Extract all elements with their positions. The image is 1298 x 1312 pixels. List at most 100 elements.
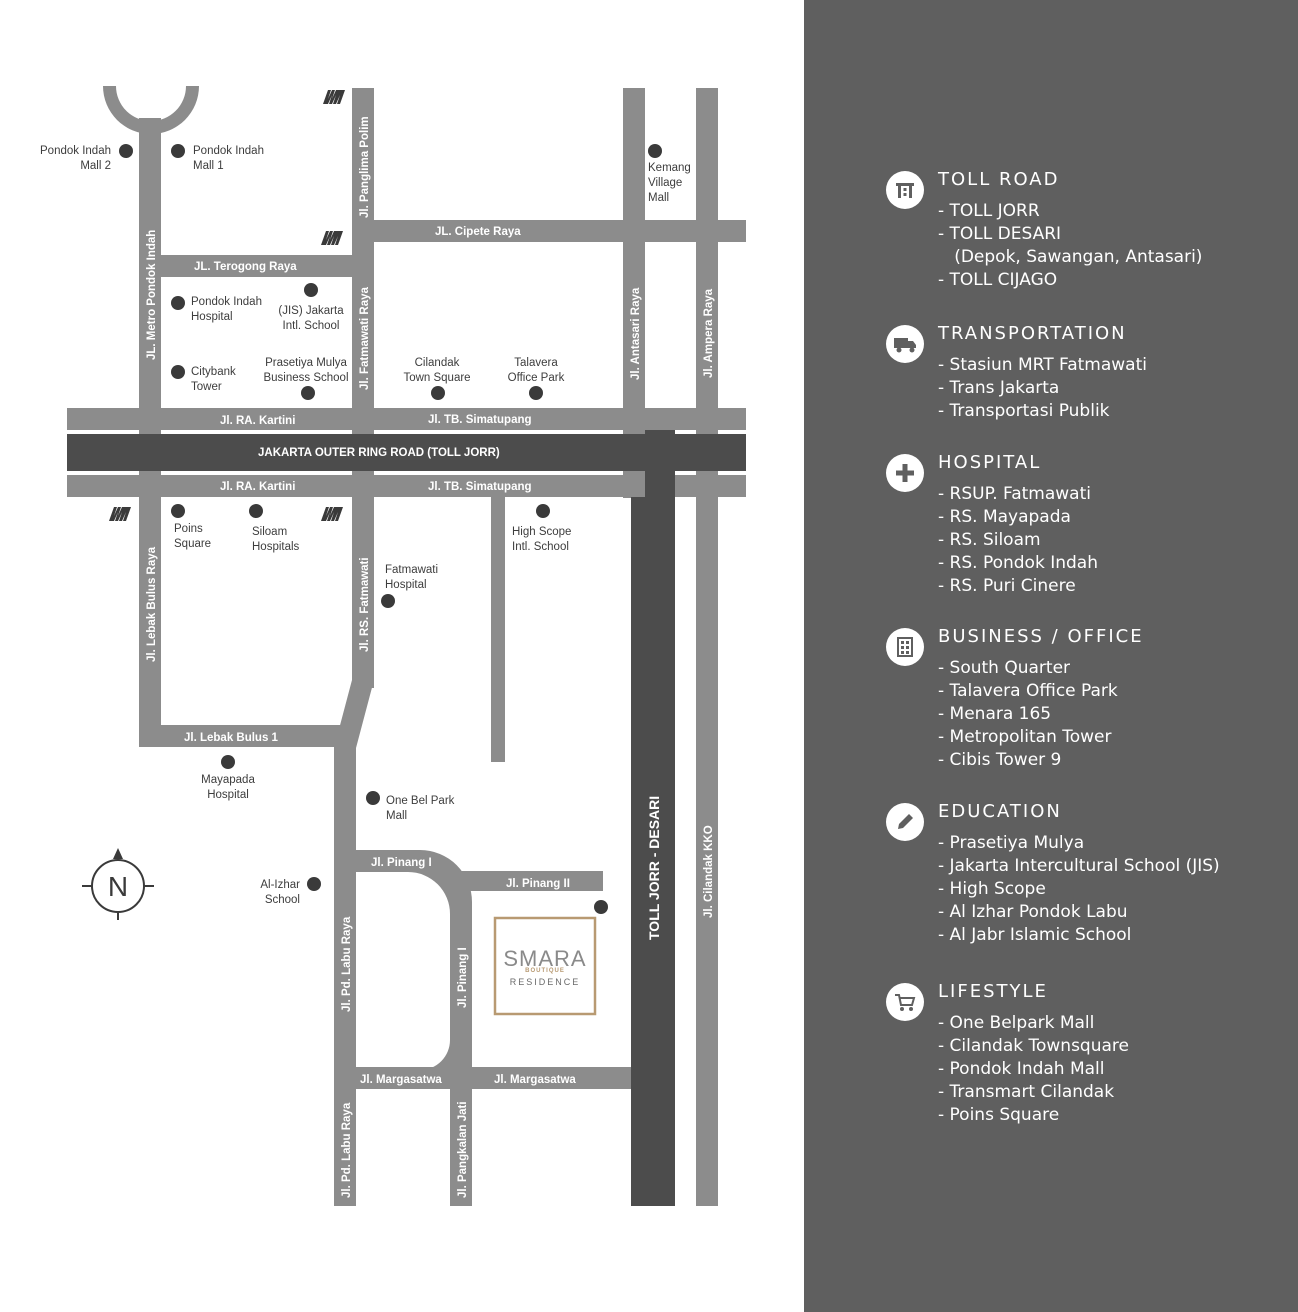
smara-logo: SMARA BOUTIQUE RESIDENCE — [493, 916, 597, 1016]
legend-item: - Poins Square — [938, 1105, 1060, 1125]
road-lebak-bulus-1 — [139, 725, 356, 747]
compass-label: N — [108, 871, 128, 902]
legend-item: - Metropolitan Tower — [938, 727, 1112, 747]
legend-item: - Prasetiya Mulya — [938, 833, 1085, 853]
pencil-icon — [886, 803, 924, 841]
poi-dot-cilandak-ts — [431, 386, 445, 400]
label-lebak-bulus-raya: Jl. Lebak Bulus Raya — [146, 546, 158, 662]
legend-category-title: LIFESTYLE — [938, 981, 1048, 1002]
road-toll-desari — [631, 497, 675, 1206]
legend-category-title: TRANSPORTATION — [938, 323, 1127, 344]
label-margasatwa-left: Jl. Margasatwa — [360, 1074, 442, 1086]
label-ampera-raya: Jl. Ampera Raya — [703, 288, 715, 378]
road-cipete — [352, 220, 746, 242]
map-canvas: JL. Metro Pondok Indah Jl. Panglima Poli… — [40, 86, 746, 1206]
label-panglima-polim: Jl. Panglima Polim — [359, 116, 371, 218]
mrt-icon — [323, 90, 345, 104]
legend-item: - RS. Mayapada — [938, 507, 1071, 527]
legend-category-items: - South Quarter- Talavera Office Park- M… — [938, 657, 1118, 772]
smara-logo-subtitle: RESIDENCE — [510, 977, 581, 987]
legend-item: - Transmart Cilandak — [938, 1082, 1115, 1102]
legend-item: - Pondok Indah Mall — [938, 1059, 1105, 1079]
poi-dot-siloam — [249, 504, 263, 518]
poi-dot-al-izhar — [307, 877, 321, 891]
legend-item: - TOLL JORR — [938, 201, 1040, 221]
legend-item: - Trans Jakarta — [938, 378, 1060, 398]
poi-dot-prasetiya — [301, 386, 315, 400]
legend-item: - South Quarter — [938, 658, 1071, 678]
road-pangkalan-jati — [450, 1060, 472, 1206]
label-toll-jorr: JAKARTA OUTER RING ROAD (TOLL JORR) — [258, 447, 500, 459]
label-pinang-1-h: Jl. Pinang I — [371, 857, 432, 869]
mrt-icon — [321, 231, 343, 245]
mrt-icon — [321, 507, 343, 521]
poi-dot-highscope — [536, 504, 550, 518]
legend-item: - RS. Puri Cinere — [938, 576, 1076, 596]
poi-dot-jis — [304, 283, 318, 297]
label-margasatwa-right: Jl. Margasatwa — [494, 1074, 576, 1086]
poi-dot-pi-hospital — [171, 296, 185, 310]
smara-logo-tagline: BOUTIQUE — [525, 968, 565, 974]
road-pinang-1-inner — [420, 1040, 450, 1070]
label-tb-simatupang-top: Jl. TB. Simatupang — [428, 414, 532, 426]
poi-dot-one-bel-park — [366, 791, 380, 805]
road-toll-desari-junction — [645, 430, 675, 497]
poi-dot-mayapada — [221, 755, 235, 769]
roundabout — [103, 86, 199, 134]
label-toll-jorr-desari: TOLL JORR - DESARI — [646, 796, 662, 940]
label-cipete-raya: JL. Cipete Raya — [435, 226, 521, 238]
legend-item: - Menara 165 — [938, 704, 1052, 724]
label-rs-fatmawati: Jl. RS. Fatmawati — [359, 557, 371, 652]
road-pd-labu — [334, 740, 356, 1206]
legend-item: - Al Jabr Islamic School — [938, 925, 1132, 945]
poi-dot-pim1 — [171, 144, 185, 158]
label-metro-pondok-indah: JL. Metro Pondok Indah — [146, 230, 158, 360]
legend-category-items: - Stasiun MRT Fatmawati- Trans Jakarta- … — [938, 354, 1147, 423]
road-margasatwa — [334, 1067, 631, 1089]
road-ampera — [696, 88, 718, 1206]
legend-item: - One Belpark Mall — [938, 1013, 1095, 1033]
legend-category-title: TOLL ROAD — [938, 169, 1060, 190]
legend-item: - Cibis Tower 9 — [938, 750, 1062, 770]
label-tb-simatupang-bottom: Jl. TB. Simatupang — [428, 481, 532, 493]
label-pangkalan-jati: Jl. Pangkalan Jati — [457, 1101, 469, 1198]
legend-item: - Transportasi Publik — [938, 401, 1110, 421]
legend-item: - RSUP. Fatmawati — [938, 484, 1091, 504]
legend-item: - TOLL DESARI — [938, 224, 1062, 244]
label-fatmawati-raya: Jl. Fatmawati Raya — [359, 286, 371, 390]
poi-dot-smara — [594, 900, 608, 914]
toll-road-icon — [886, 171, 924, 209]
road-terogong — [150, 255, 374, 277]
road-kartini-simatupang-bottom — [67, 475, 746, 497]
label-ra-kartini-top: Jl. RA. Kartini — [220, 415, 295, 427]
legend-panel: TOLL ROAD - TOLL JORR - TOLL DESARI (Depok… — [804, 0, 1298, 1312]
location-map: JL. Metro Pondok Indah Jl. Panglima Poli… — [40, 86, 746, 1206]
legend-item: - RS. Pondok Indah — [938, 553, 1098, 573]
label-antasari-raya: Jl. Antasari Raya — [630, 287, 642, 380]
road-kartini-simatupang-top — [67, 408, 746, 430]
poi-dot-kemang — [648, 144, 662, 158]
legend-item: - TOLL CIJAGO — [938, 270, 1058, 290]
legend-item: - RS. Siloam — [938, 530, 1041, 550]
road-pinang-1-loop — [356, 850, 472, 1070]
legend-category-title: BUSINESS / OFFICE — [938, 626, 1144, 647]
label-ra-kartini-bottom: Jl. RA. Kartini — [220, 481, 295, 493]
legend-item: - High Scope — [938, 879, 1046, 899]
label-pinang-2: Jl. Pinang II — [506, 878, 570, 890]
road-toll-jorr — [67, 434, 746, 471]
compass-icon: N — [82, 848, 154, 920]
legend-item: (Depok, Sawangan, Antasari) — [938, 247, 1203, 267]
